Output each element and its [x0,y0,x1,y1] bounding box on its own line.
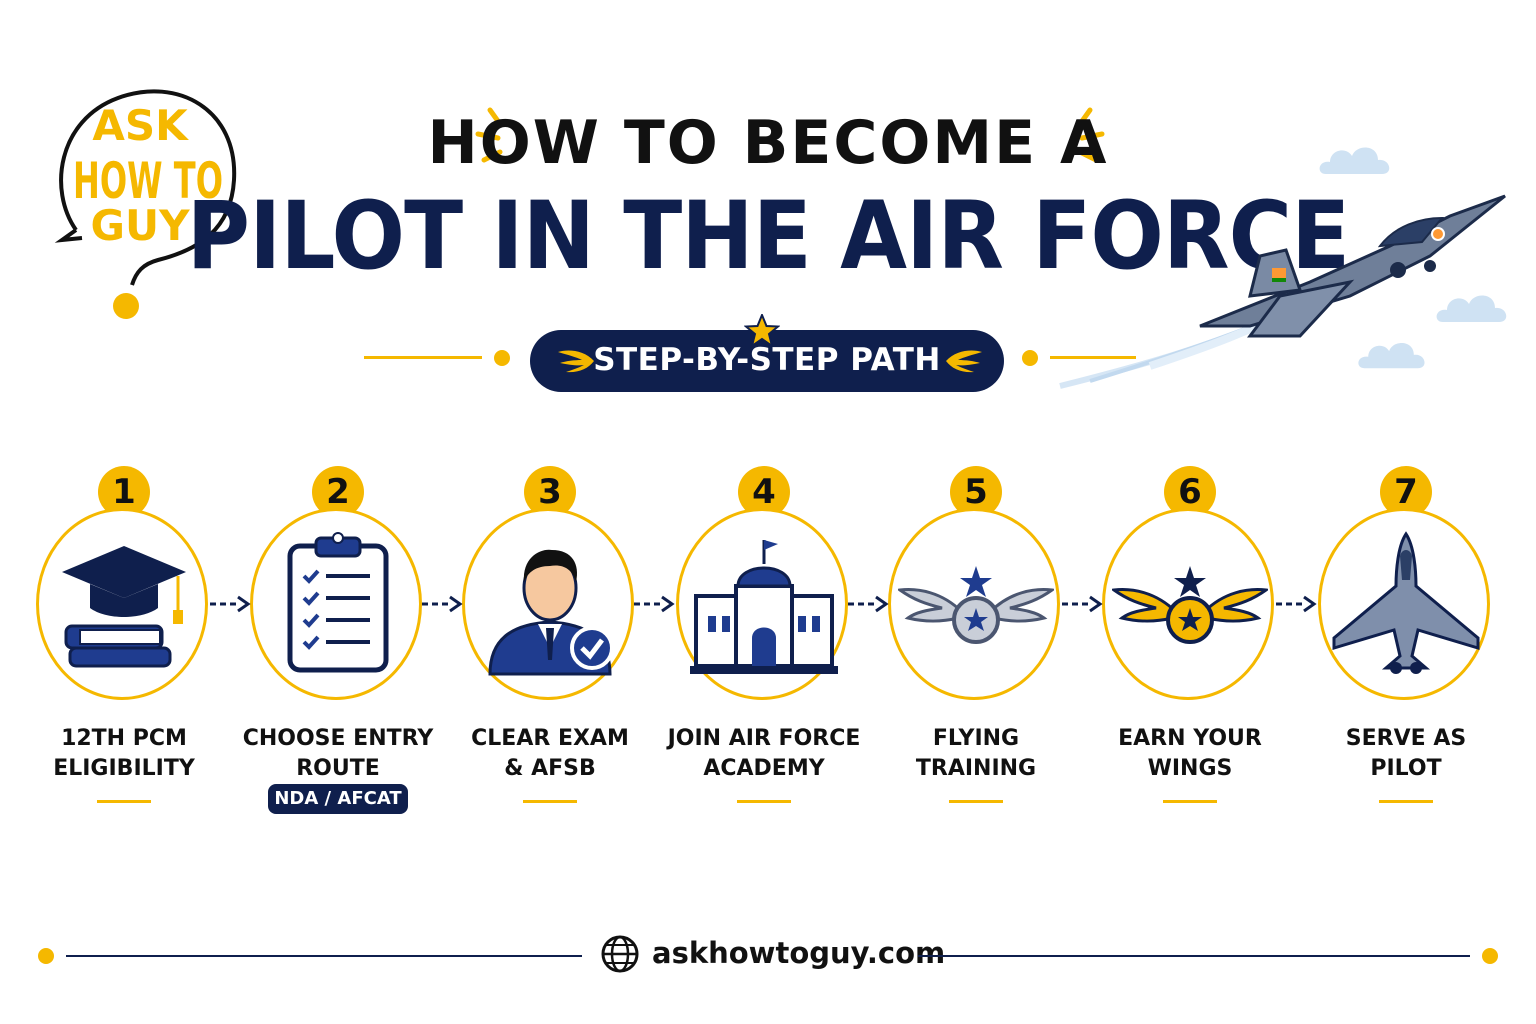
step-label: JOIN AIR FORCE ACADEMY [667,726,861,781]
step-underline [1379,800,1433,803]
sparkle-right-icon [1077,107,1105,163]
cloud-icon [1436,295,1507,322]
step-underline [949,800,1003,803]
banner-dot-left [494,350,510,366]
step-arrow [1062,595,1103,613]
footer-dot-right [1482,948,1498,964]
wing-right-icon [946,350,982,373]
graduation-cap-books-icon [46,526,202,682]
logo-line-1: ASK [92,101,189,150]
step-ring [888,508,1060,700]
globe-icon [601,935,639,973]
cloud-icon [1319,147,1390,174]
banner-rule-right [1050,356,1136,359]
step-label: FLYING TRAINING [915,726,1037,781]
step-underline [523,800,577,803]
step-arrow [1276,595,1317,613]
logo-line-3: GUY [91,201,191,250]
step-arrow [634,595,675,613]
step-number: 2 [312,466,364,518]
website-link[interactable]: askhowtoguy.com [652,936,946,970]
step-underline [97,800,151,803]
step-arrow [848,595,889,613]
banner-rule-left [364,356,482,359]
step-arrow [422,595,463,613]
step-label: CHOOSE ENTRY ROUTE [242,726,434,781]
step-underline [737,800,791,803]
sparkle-left-icon [475,107,503,163]
step-label: CLEAR EXAM & AFSB [471,726,629,781]
wing-left-icon [558,350,594,373]
academy-building-icon [686,526,842,682]
banner-label: STEP-BY-STEP PATH [593,342,941,378]
step-label: EARN YOUR WINGS [1118,726,1262,781]
footer-rule-right [918,955,1470,957]
cloud-icon [1358,342,1425,369]
logo-line-2: HOW TO [73,152,223,210]
footer-dot-left [38,948,54,964]
step-number: 7 [1380,466,1432,518]
entry-route-badge: NDA / AFCAT [268,784,408,814]
fighter-jet-icon [1328,526,1484,682]
page-title: PILOT IN THE AIR FORCE [186,182,1351,291]
gold-wings-icon [1109,526,1271,682]
step-label: SERVE AS PILOT [1345,726,1467,781]
fighter-jet-hero-icon [1059,194,1506,389]
star-icon [744,314,780,348]
step-label: 12TH PCM ELIGIBILITY [53,726,195,781]
title-top: HOW TO BECOME A [427,108,1109,178]
footer-rule-left [66,955,582,957]
officer-check-icon [472,526,628,682]
clipboard-checklist-icon [260,526,416,682]
step-underline [1163,800,1217,803]
silver-wings-icon [895,526,1057,682]
banner-dot-right [1022,350,1038,366]
brand-logo: ASK HOW TO GUY [54,89,237,319]
step-arrow [210,595,251,613]
